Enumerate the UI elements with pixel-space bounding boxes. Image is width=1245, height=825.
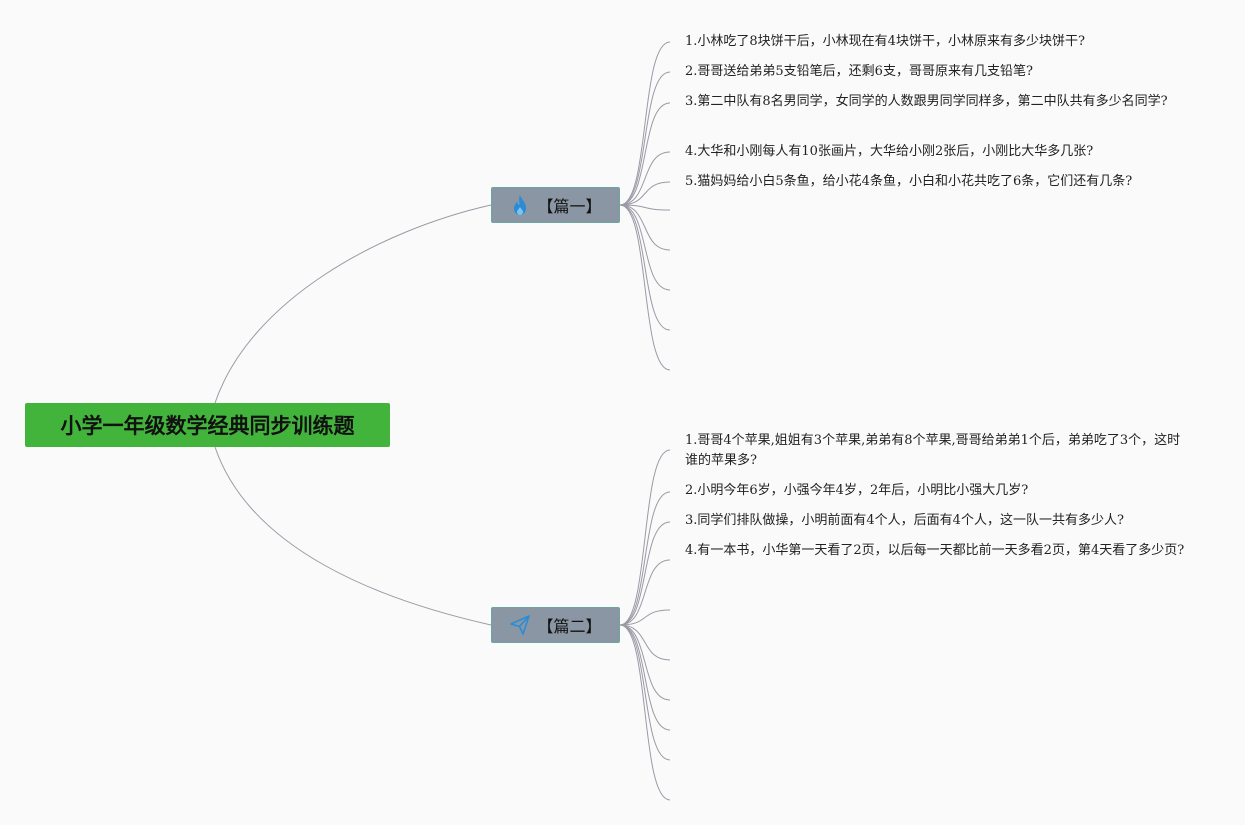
leaf-topic[interactable]: 4.有一本书，小华第一天看了2页，以后每一天都比前一天多看2页，第4天看了多少页… xyxy=(685,543,1185,558)
connector-branch-1-empty-2 xyxy=(619,204,671,251)
leaf-topic[interactable]: 4.大华和小刚每人有10张画片，大华给小刚2张后，小刚比大华多几张? xyxy=(685,144,1094,159)
connector-branch-2-empty-1 xyxy=(619,609,671,626)
connector-root-to-branch-2 xyxy=(214,446,492,626)
root-topic-label: 小学一年级数学经典同步训练题 xyxy=(60,414,355,438)
root-topic[interactable]: 小学一年级数学经典同步训练题 xyxy=(25,403,390,447)
connector-branch-2-empty-5 xyxy=(619,624,671,761)
connector-branch-1-empty-4 xyxy=(619,204,671,331)
connector-branch-2-empty-3 xyxy=(619,624,671,701)
connector-branch-1-leaf-2 xyxy=(619,71,671,206)
connector-branch-1-empty-3 xyxy=(619,204,671,291)
leaf-topic[interactable]: 2.哥哥送给弟弟5支铅笔后，还剩6支，哥哥原来有几支铅笔? xyxy=(685,64,1033,79)
connector-branch-2-leaf-3 xyxy=(619,521,671,626)
connector-branch-1-leaf-4 xyxy=(619,151,671,206)
connector-branch-1-leaf-1 xyxy=(619,41,671,206)
paper-plane-icon xyxy=(509,614,531,636)
leaf-topic[interactable]: 1.小林吃了8块饼干后，小林现在有4块饼干，小林原来有多少块饼干? xyxy=(685,34,1085,49)
connector-branch-1-leaf-3 xyxy=(619,102,671,206)
connector-root-to-branch-1 xyxy=(214,204,492,404)
leaf-topic[interactable]: 5.猫妈妈给小白5条鱼，给小花4条鱼，小白和小花共吃了6条，它们还有几条? xyxy=(685,174,1133,189)
leaf-topic[interactable]: 3.同学们排队做操，小明前面有4个人，后面有4个人，这一队一共有多少人? xyxy=(685,513,1124,528)
leaf-topic[interactable]: 3.第二中队有8名男同学，女同学的人数跟男同学同样多，第二中队共有多少名同学? xyxy=(685,94,1168,109)
leaf-topic[interactable]: 1.哥哥4个苹果,姐姐有3个苹果,弟弟有8个苹果,哥哥给弟弟1个后，弟弟吃了3个… xyxy=(685,433,1181,468)
connector-branch-1-empty-5 xyxy=(619,204,671,371)
branch-topic-2[interactable]: 【篇二】 xyxy=(491,607,620,643)
branch-topic-1-label: 【篇一】 xyxy=(537,197,602,216)
connector-branch-2-leaf-2 xyxy=(619,491,671,626)
connector-branch-1-leaf-5 xyxy=(619,181,671,206)
leaf-topic[interactable]: 2.小明今年6岁，小强今年4岁，2年后，小明比小强大几岁? xyxy=(685,483,1029,498)
connector-branch-2-empty-6 xyxy=(619,624,671,801)
connector-branch-2-empty-2 xyxy=(619,624,671,661)
flame-icon xyxy=(509,194,531,216)
connector-branch-2-leaf-4 xyxy=(619,559,671,626)
branch-topic-1[interactable]: 【篇一】 xyxy=(491,187,620,223)
connector-branch-1-empty-1 xyxy=(619,204,671,211)
connector-branch-2-leaf-1 xyxy=(619,449,671,626)
branch-topic-2-label: 【篇二】 xyxy=(537,617,602,636)
